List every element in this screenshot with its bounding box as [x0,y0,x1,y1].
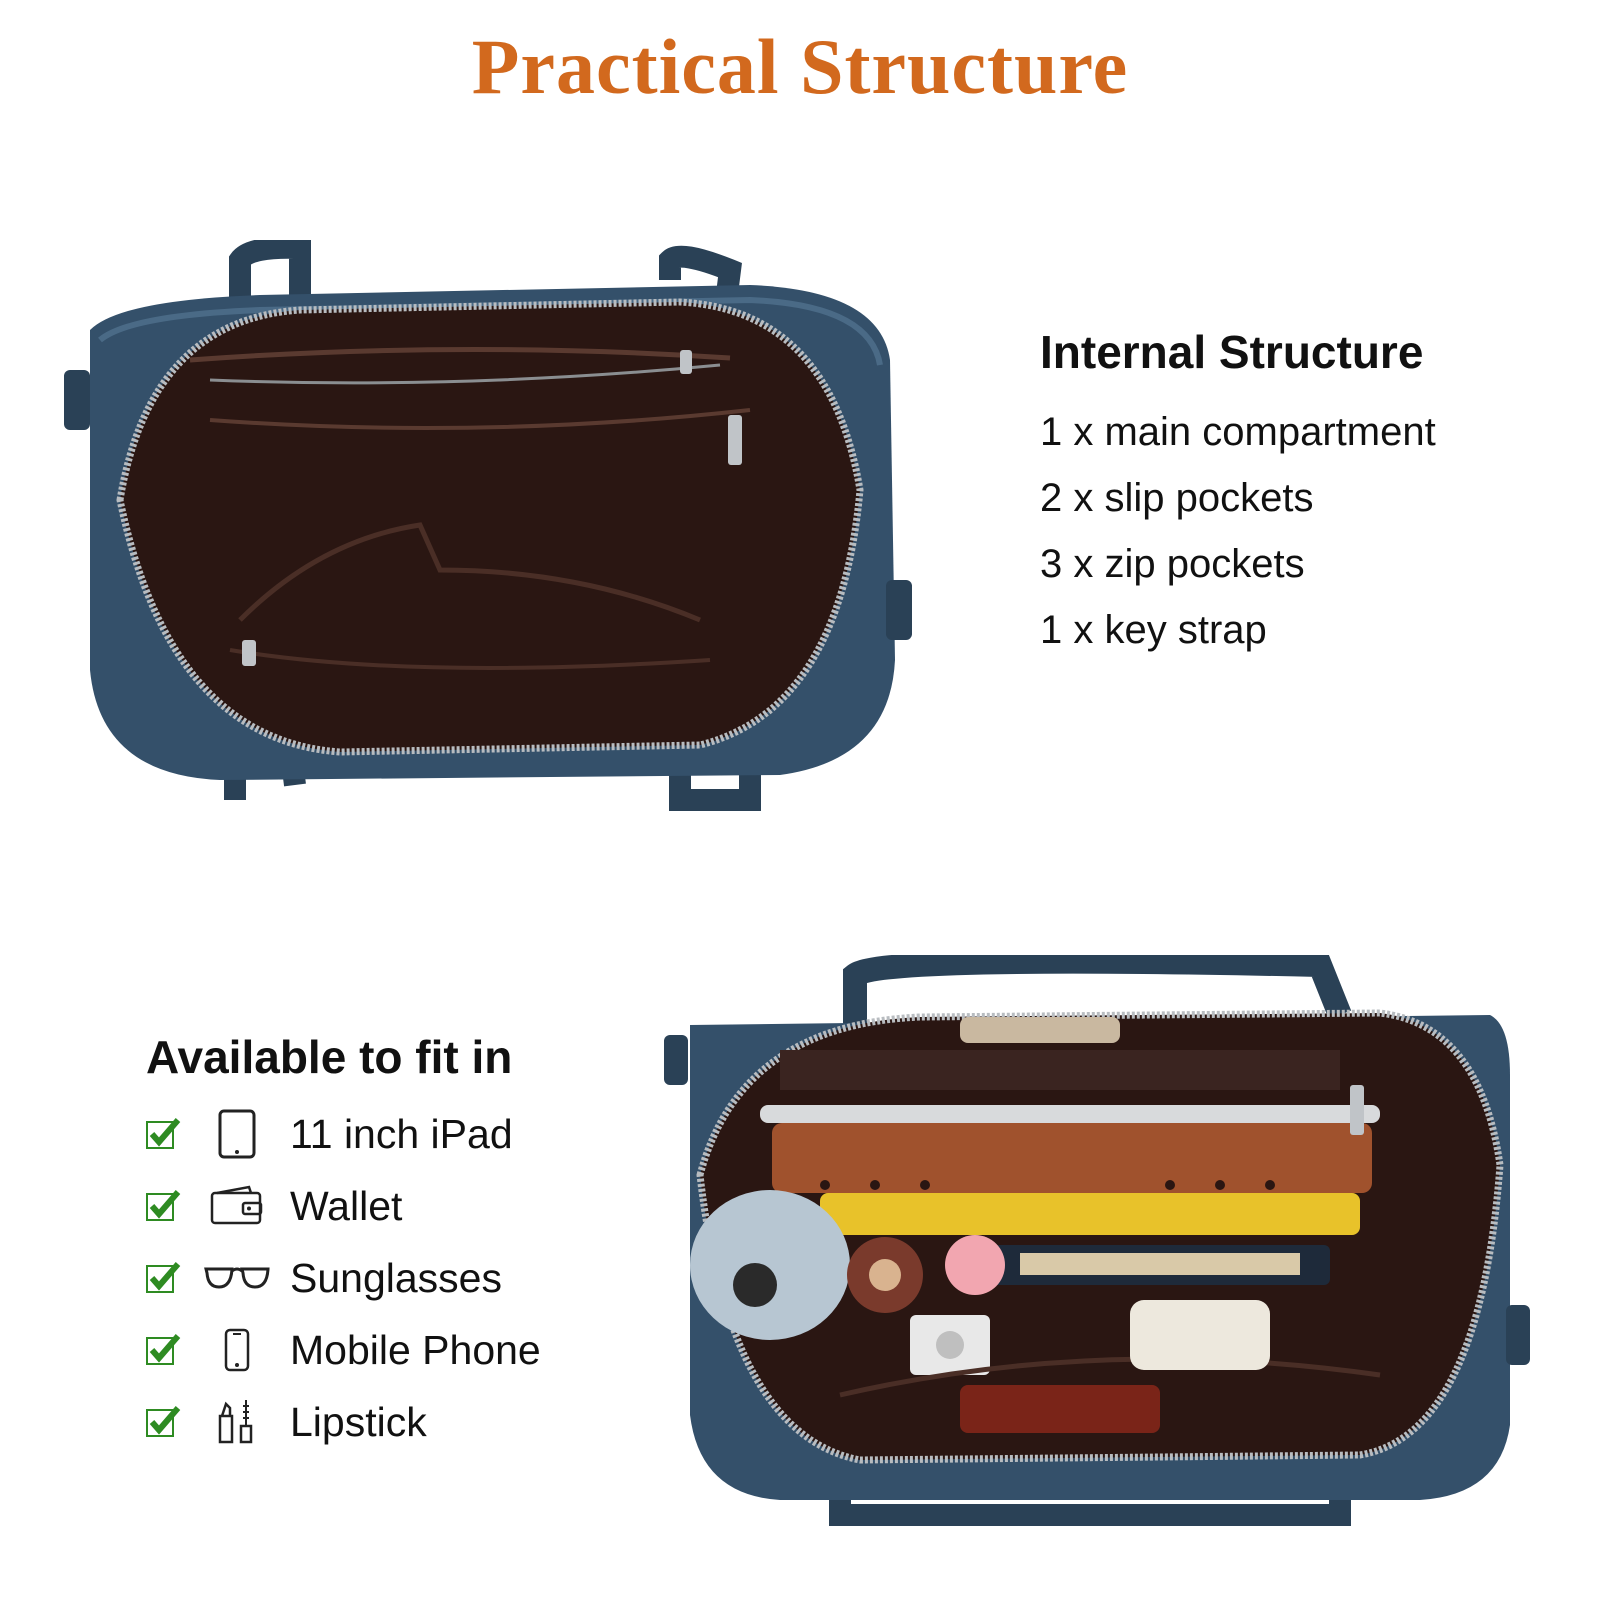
checkmark-icon [146,1190,181,1221]
page-title: Practical Structure [471,23,1129,110]
bag-filled-photo [664,955,1530,1526]
wallet-icon [202,1180,272,1232]
fit-item-label: Lipstick [290,1398,427,1445]
tablet-icon [202,1108,272,1160]
fit-item-label: 11 inch iPad [290,1110,513,1157]
list-item: 11 inch iPad [146,1098,666,1170]
checkmark-icon [146,1406,181,1437]
fit-in-heading: Available to fit in [146,1031,513,1083]
internal-item-key-strap: 1 x key strap [1040,608,1267,652]
fit-item-label: Wallet [290,1182,403,1229]
list-item: Wallet [146,1170,666,1242]
internal-item-main-compartment: 1 x main compartment [1040,410,1436,454]
fit-item-label: Sunglasses [290,1254,502,1301]
internal-structure-section: Internal Structure 1 x main compartment … [1040,325,1580,663]
list-item: Mobile Phone [146,1314,666,1386]
internal-item-slip-pockets: 2 x slip pockets [1040,476,1314,520]
list-item: Sunglasses [146,1242,666,1314]
fit-in-section: Available to fit in 11 inch iPad Wallet … [146,1030,666,1458]
internal-item-zip-pockets: 3 x zip pockets [1040,542,1305,586]
bag-interior-photo [64,240,912,811]
checkmark-icon [146,1118,181,1149]
sunglasses-icon [202,1252,272,1304]
list-item: Lipstick [146,1386,666,1458]
phone-icon [202,1324,272,1376]
internal-structure-heading: Internal Structure [1040,326,1424,378]
checkmark-icon [146,1262,181,1293]
fit-item-label: Mobile Phone [290,1326,541,1373]
lipstick-icon [202,1396,272,1448]
checkmark-icon [146,1334,181,1365]
